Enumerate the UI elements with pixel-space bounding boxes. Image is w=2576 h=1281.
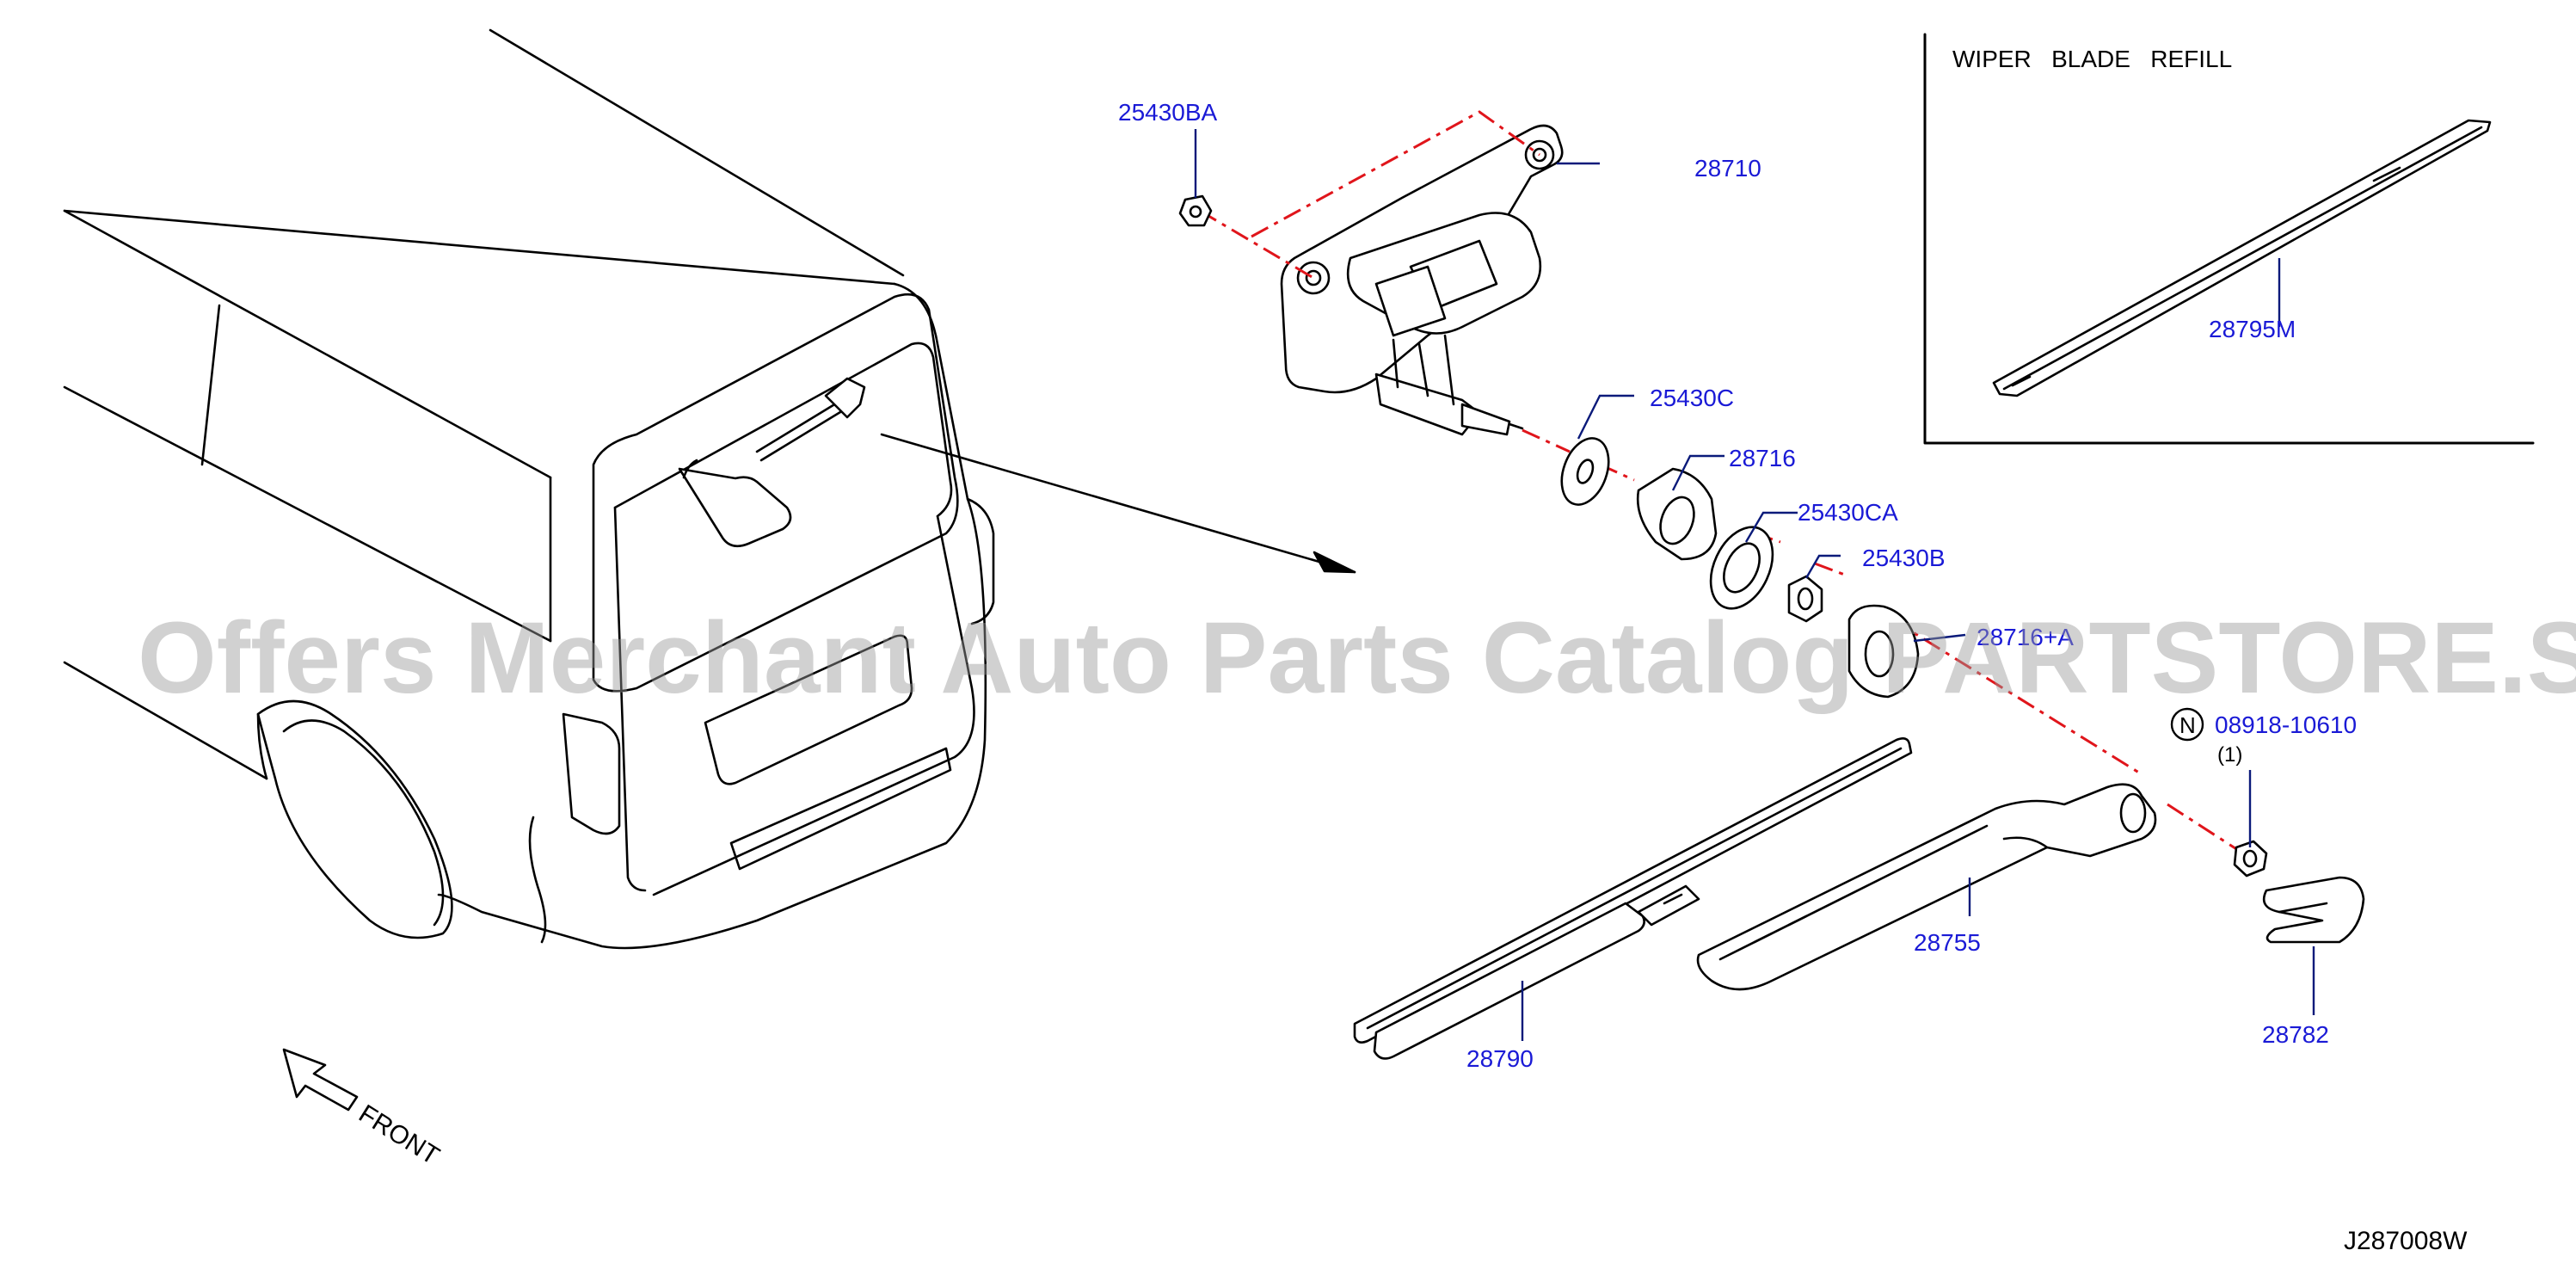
cover-28782: [2262, 876, 2365, 944]
label-28716A[interactable]: 28716+A: [1977, 624, 2074, 650]
n-marker-icon: [2170, 707, 2204, 742]
label-28782[interactable]: 28782: [2262, 1021, 2329, 1048]
label-25430B[interactable]: 25430B: [1862, 545, 1946, 571]
label-08918-qty: (1): [2217, 743, 2242, 767]
refill-inset: WIPER BLADE REFILL: [1923, 33, 2535, 445]
n-marker-letter: N: [2179, 712, 2196, 738]
label-28710[interactable]: 28710: [1694, 155, 1761, 182]
wiper-motor-assembly: [1280, 124, 1564, 436]
label-28755[interactable]: 28755: [1914, 929, 1981, 956]
cap-28716A: [1847, 604, 1920, 699]
wiper-arm-28755: [1696, 783, 2157, 991]
nut-08918-10610: [2233, 840, 2268, 878]
wiper-blade-28790: [1353, 737, 1913, 1060]
label-28790[interactable]: 28790: [1466, 1045, 1534, 1072]
washer-25430BA: [1178, 194, 1213, 227]
front-direction-indicator: FRONT: [282, 1048, 444, 1171]
label-25430CA[interactable]: 25430CA: [1798, 499, 1898, 526]
seal-25430CA: [1709, 526, 1774, 610]
label-25430BA[interactable]: 25430BA: [1118, 99, 1218, 126]
label-28716[interactable]: 28716: [1729, 445, 1796, 471]
diagram-code: J287008W: [2344, 1227, 2468, 1255]
inset-title: WIPER BLADE REFILL: [1952, 46, 2232, 72]
part-labels: 25430BA 28710 25430C 28716 25430CA 25430…: [1118, 99, 2357, 1072]
washer-25430C: [1560, 437, 1610, 506]
label-25430C[interactable]: 25430C: [1650, 385, 1734, 411]
watermark-text: Offers Merchant Auto Parts Catalog PARTS…: [138, 601, 2576, 715]
leader-lines: [1194, 129, 2315, 1041]
bushing-28716: [1636, 467, 1718, 561]
front-label: FRONT: [354, 1099, 444, 1171]
refill-strip-illustration: [1992, 119, 2492, 397]
van-illustration: [63, 28, 1356, 950]
label-28795M[interactable]: 28795M: [2209, 316, 2296, 342]
front-arrow-icon: [282, 1048, 359, 1112]
label-08918-10610[interactable]: 08918-10610: [2215, 711, 2357, 738]
